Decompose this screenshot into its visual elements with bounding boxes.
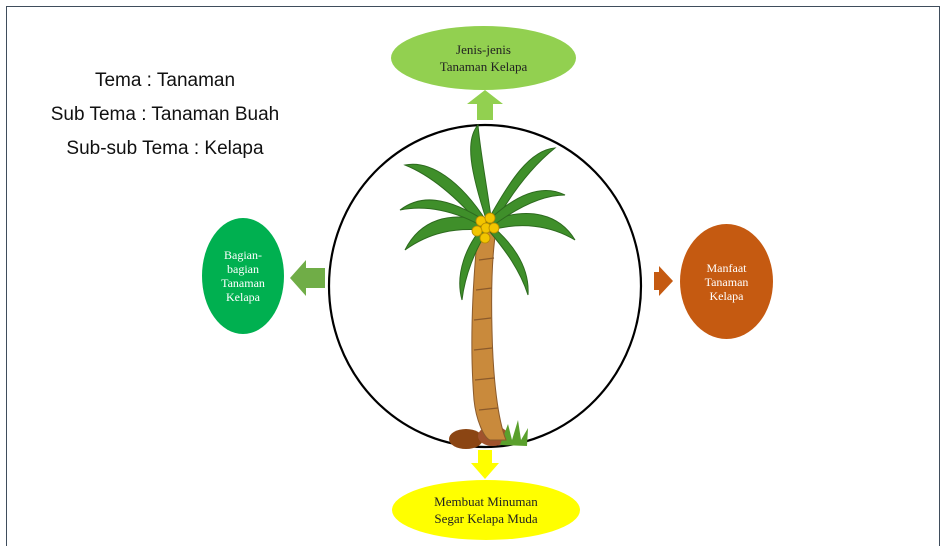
coconut-tree-icon: [399, 123, 576, 449]
arrow-right: [654, 266, 673, 296]
node-right-label: Manfaat Tanaman Kelapa: [704, 260, 749, 303]
node-top-label: Jenis-jenis Tanaman Kelapa: [439, 42, 528, 74]
diagram-frame: [6, 6, 940, 546]
node-bagian-tanaman-kelapa: Bagian- bagian Tanaman Kelapa: [202, 218, 284, 334]
sub-theme-title: Sub Tema : Tanaman Buah: [50, 104, 280, 125]
theme-title: Tema : Tanaman: [94, 70, 236, 91]
arrow-down-stem: [478, 450, 492, 464]
node-left-label: Bagian- bagian Tanaman Kelapa: [221, 248, 265, 304]
arrow-down: [471, 463, 499, 479]
node-bottom-label: Membuat Minuman Segar Kelapa Muda: [434, 494, 538, 526]
node-minuman-kelapa-muda: Membuat Minuman Segar Kelapa Muda: [392, 480, 580, 540]
theme-block: Tema : Tanaman Sub Tema : Tanaman Buah S…: [30, 64, 300, 166]
arrow-up: [467, 90, 503, 120]
arrow-left: [290, 260, 325, 296]
node-manfaat-tanaman-kelapa: Manfaat Tanaman Kelapa: [680, 224, 773, 339]
sub-sub-theme-title: Sub-sub Tema : Kelapa: [66, 138, 264, 159]
node-jenis-tanaman-kelapa: Jenis-jenis Tanaman Kelapa: [391, 26, 576, 90]
